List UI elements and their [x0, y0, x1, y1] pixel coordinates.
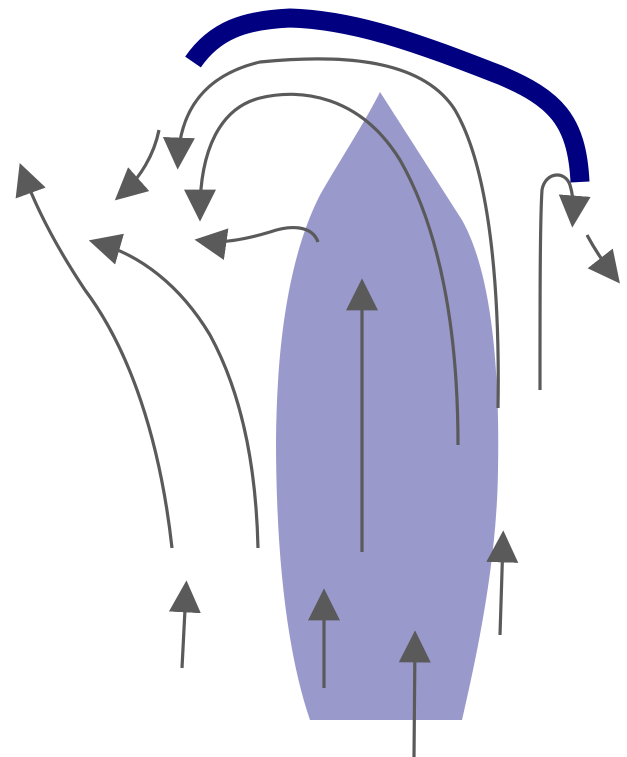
flow-arrow — [23, 172, 172, 548]
flow-arrow — [204, 228, 318, 242]
plume-shape — [276, 92, 498, 720]
flow-arrow — [540, 175, 573, 390]
flow-arrow — [587, 235, 614, 276]
flow-arrow — [500, 540, 503, 635]
flow-arrow — [122, 130, 159, 194]
flow-arrow — [98, 243, 258, 548]
flow-arrow — [182, 590, 186, 668]
flow-arrow — [414, 640, 415, 757]
